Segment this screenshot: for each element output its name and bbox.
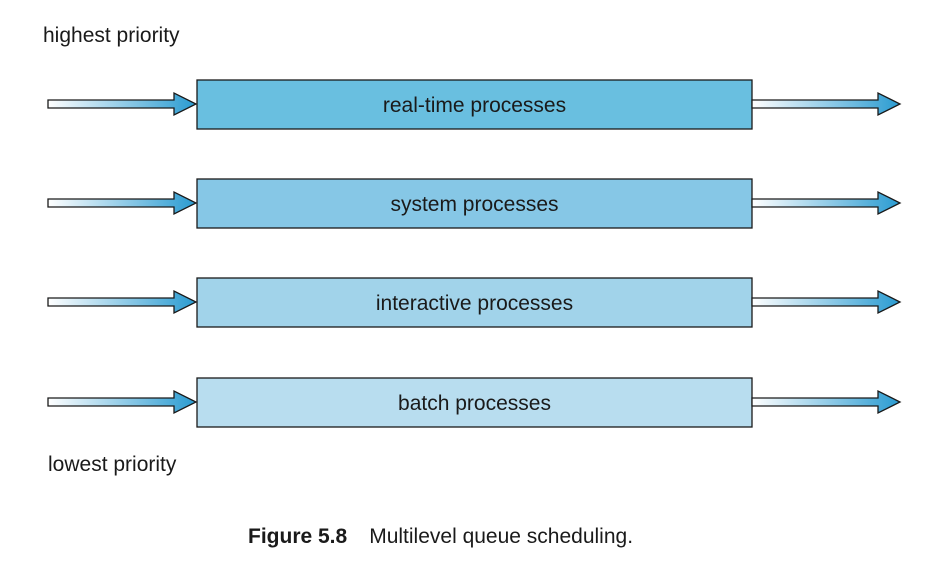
queue-label: interactive processes bbox=[376, 292, 573, 315]
figure-title: Multilevel queue scheduling. bbox=[369, 525, 634, 548]
input-arrow bbox=[47, 190, 198, 216]
output-arrow bbox=[751, 91, 902, 117]
queue-system: system processes bbox=[47, 178, 902, 229]
queue-real-time: real-time processes bbox=[47, 79, 902, 130]
queue-label: batch processes bbox=[398, 392, 551, 415]
lowest-priority-label: lowest priority bbox=[48, 453, 177, 476]
queue-interactive: interactive processes bbox=[47, 277, 902, 328]
multilevel-queue-diagram: real-time processes system processes int… bbox=[47, 79, 902, 428]
highest-priority-label: highest priority bbox=[43, 24, 180, 47]
queue-batch: batch processes bbox=[47, 377, 902, 428]
queue-box bbox=[196, 178, 753, 229]
output-arrow bbox=[751, 289, 902, 315]
queue-label: system processes bbox=[390, 193, 558, 216]
input-arrow bbox=[47, 91, 198, 117]
input-arrow bbox=[47, 289, 198, 315]
figure-caption: Figure 5.8 Multilevel queue scheduling. bbox=[248, 524, 633, 550]
input-arrow bbox=[47, 389, 198, 415]
output-arrow bbox=[751, 190, 902, 216]
figure-number: Figure 5.8 bbox=[248, 525, 348, 548]
output-arrow bbox=[751, 389, 902, 415]
queue-label: real-time processes bbox=[383, 94, 566, 117]
